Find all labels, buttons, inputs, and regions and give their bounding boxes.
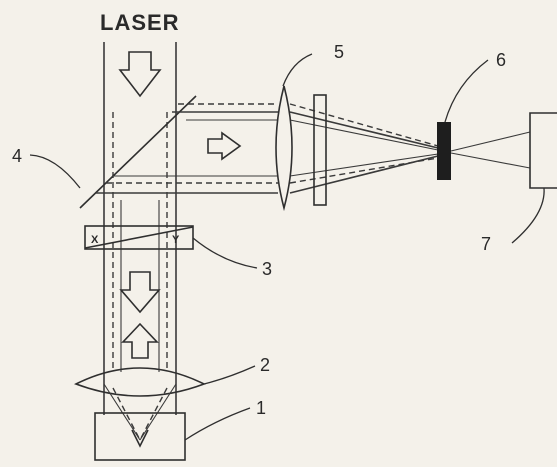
right-arrow-icon — [207, 131, 242, 161]
exit-ray-lower — [450, 152, 531, 169]
reflected-beam — [96, 103, 439, 194]
callout-2: 2 — [260, 355, 270, 375]
sample-6 — [437, 122, 451, 180]
incoming-beam — [103, 42, 177, 415]
leader-lines — [29, 53, 545, 441]
polarizer-diagonal — [84, 226, 194, 249]
laser-title: LASER — [100, 10, 180, 35]
detector-7 — [529, 112, 557, 189]
callout-3: 3 — [262, 259, 272, 279]
lens-5 — [275, 85, 293, 212]
up-arrow-icon — [121, 322, 159, 359]
filter-plate — [313, 94, 327, 206]
callout-1: 1 — [256, 398, 266, 418]
objective-lens-2 — [73, 367, 207, 397]
callout-5: 5 — [334, 42, 344, 62]
down-arrow-icon — [119, 271, 161, 314]
callout-6: 6 — [496, 50, 506, 70]
down-arrow-laser-icon — [118, 51, 162, 98]
callout-7: 7 — [481, 234, 491, 254]
polarizer-3 — [84, 225, 194, 250]
beam-splitter-4 — [79, 95, 197, 209]
polarizer-mark-y: Y — [172, 234, 180, 246]
focus-point — [131, 429, 149, 448]
polarizer-mark-x: X — [91, 234, 99, 246]
callout-4: 4 — [12, 146, 22, 166]
exit-ray-upper — [450, 131, 531, 152]
sample-holder-1 — [94, 412, 186, 461]
